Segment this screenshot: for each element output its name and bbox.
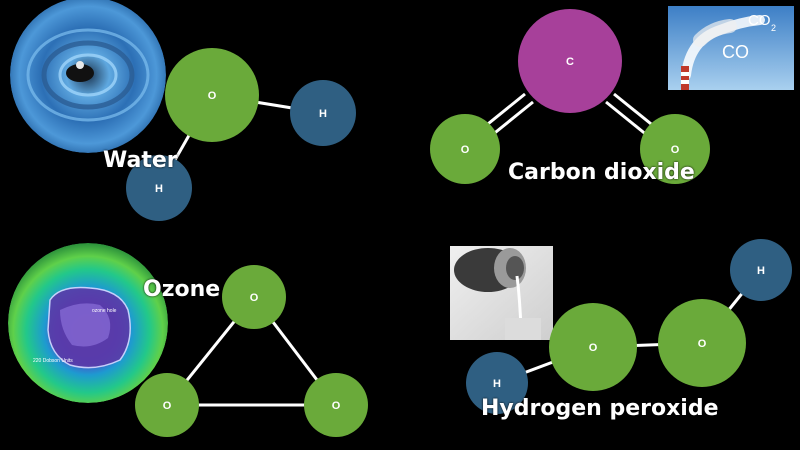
ozone-molecule: O O O <box>135 265 368 437</box>
svg-text:H: H <box>493 378 501 390</box>
svg-text:H: H <box>757 265 765 277</box>
svg-text:ozone hole: ozone hole <box>92 308 117 314</box>
svg-text:H: H <box>319 108 327 120</box>
svg-text:O: O <box>163 400 172 412</box>
svg-text:O: O <box>589 342 598 354</box>
carbon-dioxide-label: Carbon dioxide <box>508 160 695 185</box>
water-atom-h-left: H <box>126 155 192 221</box>
water-atom-h-right: H <box>290 80 356 146</box>
svg-text:C: C <box>566 56 574 68</box>
hydrogen-peroxide-label: Hydrogen peroxide <box>481 396 719 421</box>
svg-text:O: O <box>250 292 259 304</box>
peroxide-pouring-photo <box>450 246 553 340</box>
ozone-label: Ozone <box>143 277 221 302</box>
svg-text:O: O <box>671 144 680 156</box>
peroxide-atom-o-right: O <box>658 299 746 387</box>
co2-atom-o-left: O <box>430 114 500 184</box>
water-label: Water <box>103 148 178 173</box>
peroxide-atom-h-right: H <box>730 239 792 301</box>
co2-smokestack-photo: CO 2 CO <box>668 6 794 90</box>
water-molecule: H O H <box>126 48 356 221</box>
co2-atom-c: C <box>518 9 622 113</box>
peroxide-atom-h-left: H <box>466 352 528 414</box>
hydrogen-peroxide-molecule: H O O H <box>466 239 792 414</box>
svg-text:O: O <box>698 338 707 350</box>
svg-text:O: O <box>461 144 470 156</box>
peroxide-atom-o-left: O <box>549 303 637 391</box>
svg-text:2: 2 <box>771 23 776 33</box>
water-atom-o: O <box>165 48 259 142</box>
svg-text:H: H <box>155 183 163 195</box>
ozone-atom-o-right: O <box>304 373 368 437</box>
svg-text:220 Dobson Units: 220 Dobson Units <box>33 358 73 364</box>
co2-atom-o-right: O <box>640 114 710 184</box>
carbon-dioxide-molecule: C O O <box>430 9 710 184</box>
svg-text:O: O <box>208 90 217 102</box>
svg-text:O: O <box>332 400 341 412</box>
ozone-atom-o-left: O <box>135 373 199 437</box>
svg-text:CO: CO <box>748 12 771 29</box>
ozone-atom-o-top: O <box>222 265 286 329</box>
water-photo <box>10 0 166 153</box>
ozone-globe-photo: ozone hole 220 Dobson Units <box>8 243 168 403</box>
svg-text:CO: CO <box>722 42 749 62</box>
